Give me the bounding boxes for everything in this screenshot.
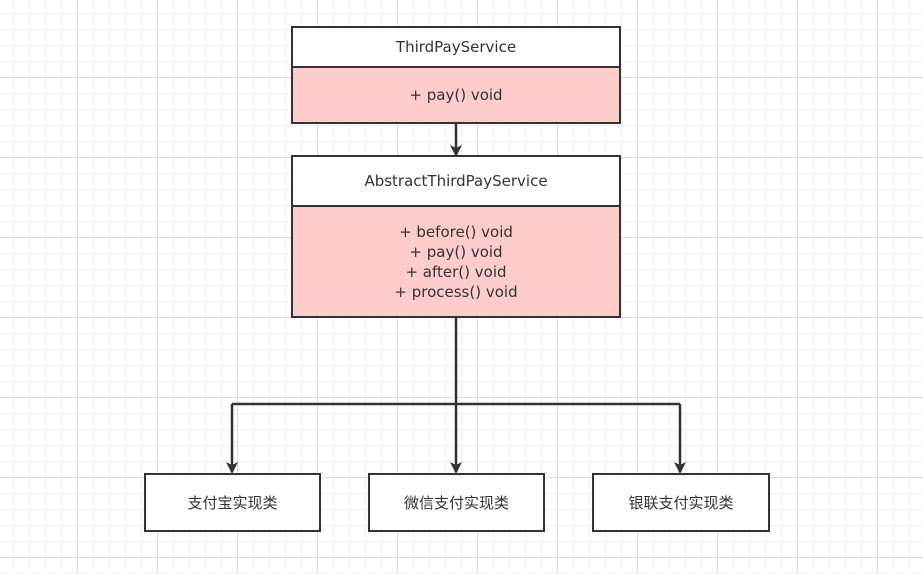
member-before: + before() void [399,222,513,241]
member-pay: + pay() void [409,242,503,261]
unionpay-impl-box[interactable]: 银联支付实现类 [592,473,770,532]
abstract-class-name: AbstractThirdPayService [293,157,619,207]
member-process: + process() void [394,282,518,301]
member-pay: + pay() void [409,86,503,104]
abstract-class-box[interactable]: AbstractThirdPayService + before() void … [291,155,621,318]
alipay-impl-box[interactable]: 支付宝实现类 [144,473,321,532]
abstract-class-members: + before() void + pay() void + after() v… [293,207,619,316]
member-after: + after() void [405,262,507,281]
interface-class-name: ThirdPayService [293,28,619,68]
interface-class-members: + pay() void [293,68,619,122]
wechat-impl-box[interactable]: 微信支付实现类 [368,473,545,532]
interface-class-box[interactable]: ThirdPayService + pay() void [291,26,621,124]
